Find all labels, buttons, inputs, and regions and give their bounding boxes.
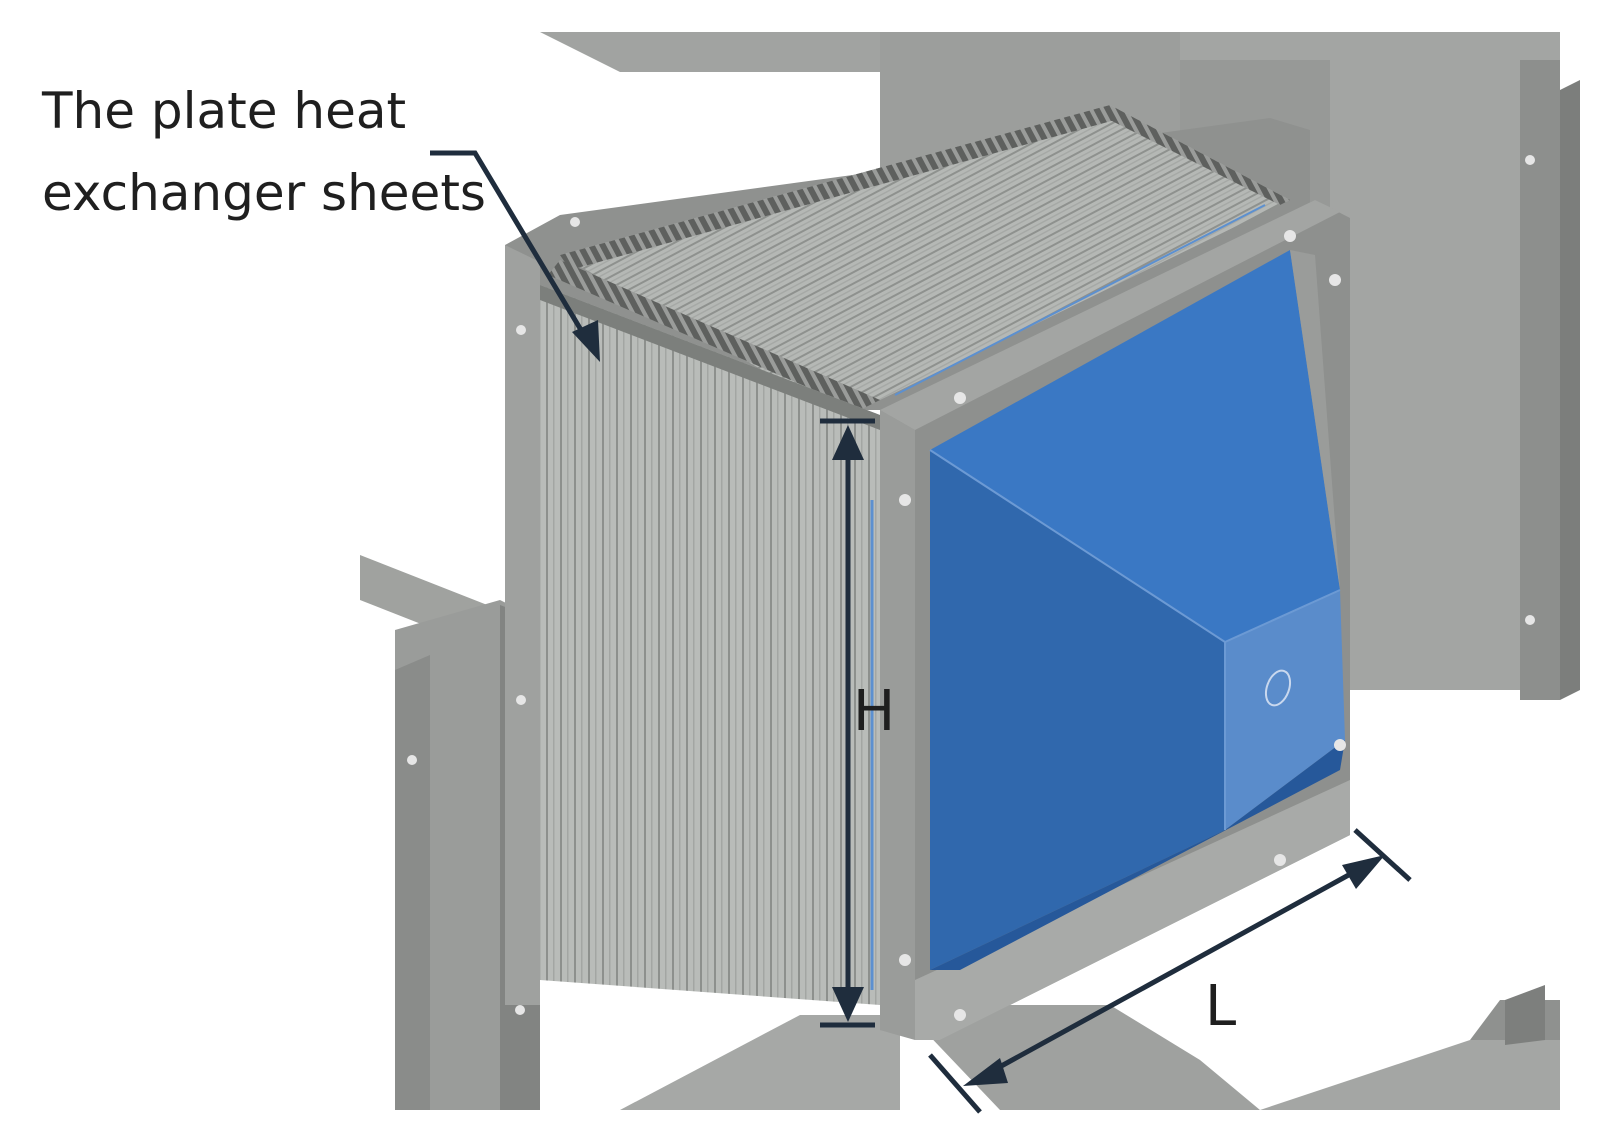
length-dimension-far-tick xyxy=(1353,828,1412,882)
callout-label-line2: exchanger sheets xyxy=(42,164,486,222)
length-arrow-far xyxy=(1342,855,1385,889)
bolt-hole xyxy=(1525,615,1535,625)
bolt-hole xyxy=(516,695,526,705)
bolt-hole xyxy=(407,755,417,765)
bolt-hole xyxy=(954,392,966,404)
bolt-hole xyxy=(515,1005,525,1015)
port-hole xyxy=(1264,669,1292,707)
height-arrow-up xyxy=(832,425,864,460)
bolt-hole xyxy=(570,217,580,227)
duct-interior xyxy=(929,250,1346,970)
height-arrow-down xyxy=(832,987,864,1022)
bolt-hole xyxy=(1525,155,1535,165)
callout-arrowhead xyxy=(572,320,600,362)
height-label: H xyxy=(853,679,895,744)
heat-exchanger-module xyxy=(505,105,1350,1040)
bolt-hole xyxy=(1334,739,1346,751)
annotations: The plate heat exchanger sheets H L xyxy=(41,82,1412,1114)
length-dimension-line xyxy=(983,863,1367,1078)
bolt-hole xyxy=(1274,854,1286,866)
bolt-hole xyxy=(899,954,911,966)
bolt-hole xyxy=(1329,274,1341,286)
callout-label-line1: The plate heat xyxy=(41,82,406,140)
plate-stack-side xyxy=(540,285,880,1005)
bolt-hole xyxy=(954,1009,966,1021)
bolt-hole xyxy=(1284,230,1296,242)
plate-stack-top xyxy=(560,105,1290,400)
bolt-hole xyxy=(516,325,526,335)
length-arrow-near xyxy=(963,1058,1008,1086)
callout-leader xyxy=(430,150,593,347)
length-dimension-near-tick xyxy=(928,1053,982,1114)
bolt-hole xyxy=(899,494,911,506)
length-label: L xyxy=(1205,974,1236,1039)
